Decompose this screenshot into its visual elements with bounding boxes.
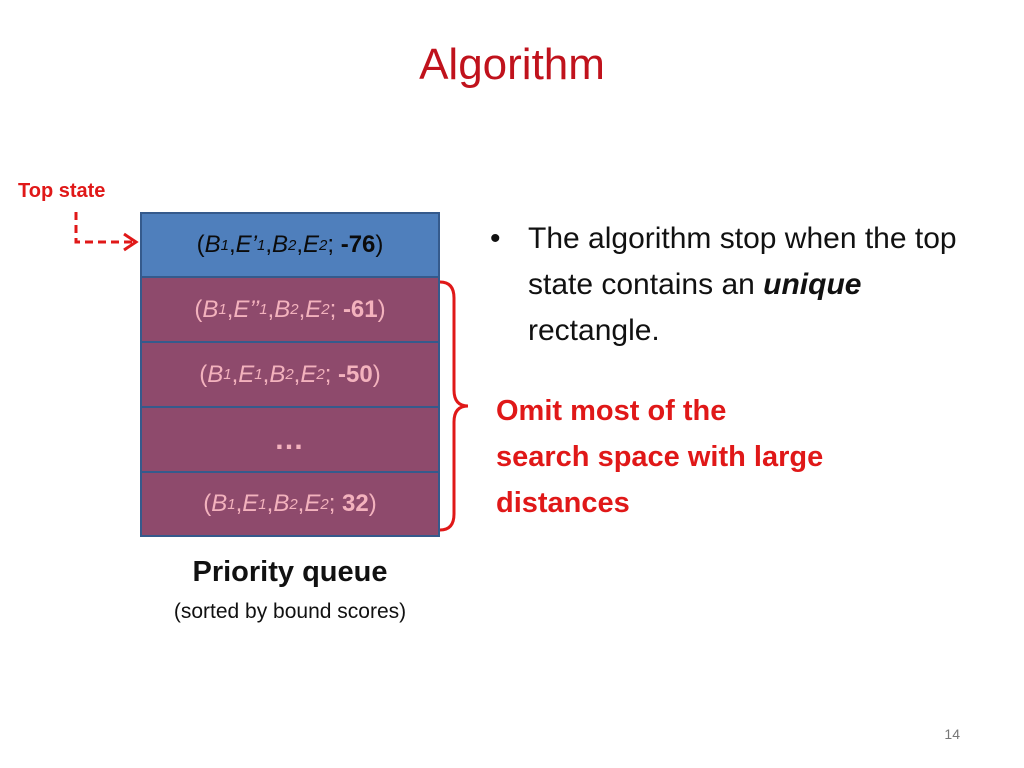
top-state-arrow-icon: [74, 212, 139, 252]
right-brace-icon: [439, 280, 469, 532]
queue-row-ellipsis: …: [140, 407, 440, 472]
bullet-emphasis: unique: [763, 268, 862, 301]
queue-score: -76: [340, 231, 376, 258]
page-number: 14: [944, 726, 960, 742]
bullet-dot: •: [490, 222, 501, 255]
queue-subcaption: (sorted by bound scores): [173, 600, 407, 623]
bullet-point: • The algorithm stop when the top state …: [490, 216, 960, 354]
queue-score: -61: [342, 295, 378, 323]
slide-title: Algorithm: [419, 40, 605, 89]
bullet-text: The algorithm stop when the top state co…: [528, 222, 957, 347]
queue-caption: Priority queue: [192, 556, 388, 588]
queue-score: -50: [338, 360, 373, 388]
top-state-label: Top state: [18, 180, 106, 202]
omit-note: Omit most of the search space with large…: [496, 395, 824, 519]
queue-score: 32: [342, 490, 369, 517]
